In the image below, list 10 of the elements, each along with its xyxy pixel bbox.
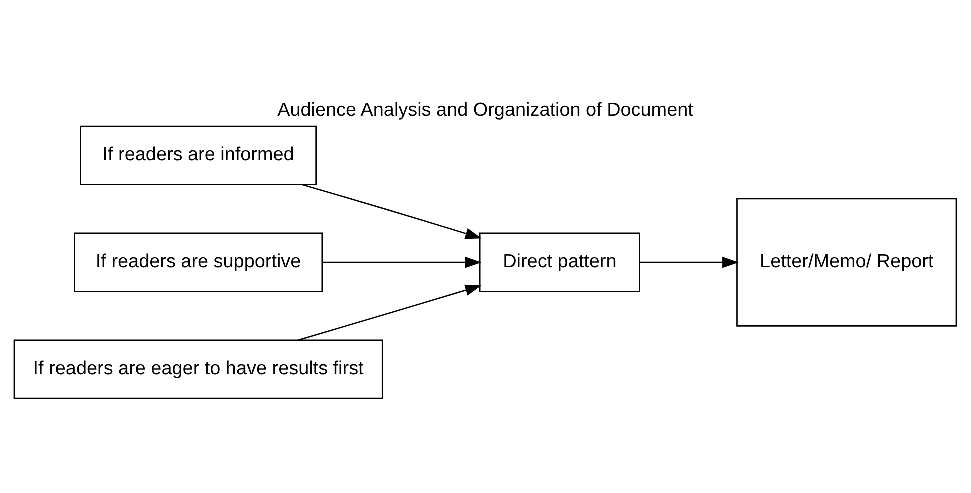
arrow	[640, 256, 739, 268]
node-box: If readers are supportive	[74, 232, 324, 292]
arrow	[302, 184, 482, 239]
arrow	[322, 256, 482, 268]
node-box: If readers are informed	[80, 125, 317, 185]
node-box: Letter/Memo/ Report	[736, 198, 958, 326]
diagram-title: Audience Analysis and Organization of Document	[278, 99, 694, 120]
node-box: Direct pattern	[479, 232, 640, 292]
arrow	[298, 284, 482, 340]
node-box: If readers are eager to have results first	[14, 339, 384, 399]
